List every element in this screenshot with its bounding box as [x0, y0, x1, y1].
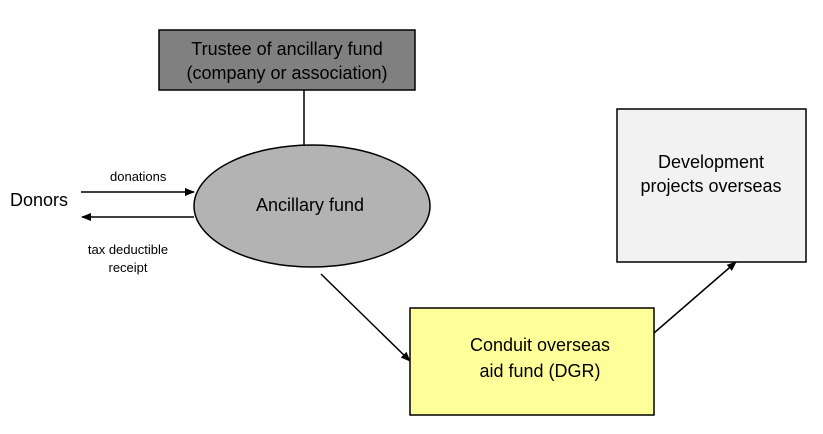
- donors-label: Donors: [10, 190, 68, 210]
- trustee-label-line2: (company or association): [186, 63, 387, 83]
- conduit-label-line1: Conduit overseas: [470, 335, 610, 355]
- conduit-fund-node: Conduit overseas aid fund (DGR): [409, 307, 655, 416]
- receipt-label-line2: receipt: [108, 260, 147, 275]
- receipt-label-line1: tax deductible: [88, 242, 168, 257]
- development-projects-node: Development projects overseas: [616, 108, 807, 263]
- fund-to-conduit-arrow: [320, 273, 411, 362]
- projects-label-line2: projects overseas: [640, 176, 781, 196]
- ancillary-fund-label: Ancillary fund: [256, 195, 364, 215]
- conduit-to-projects-arrow: [653, 261, 737, 334]
- projects-label-line1: Development: [658, 152, 764, 172]
- trustee-node: Trustee of ancillary fund (company or as…: [158, 29, 416, 91]
- conduit-label-line2: aid fund (DGR): [479, 361, 600, 381]
- trustee-label-line1: Trustee of ancillary fund: [191, 39, 382, 59]
- donations-label: donations: [110, 169, 167, 184]
- ancillary-fund-node: Ancillary fund: [193, 144, 431, 268]
